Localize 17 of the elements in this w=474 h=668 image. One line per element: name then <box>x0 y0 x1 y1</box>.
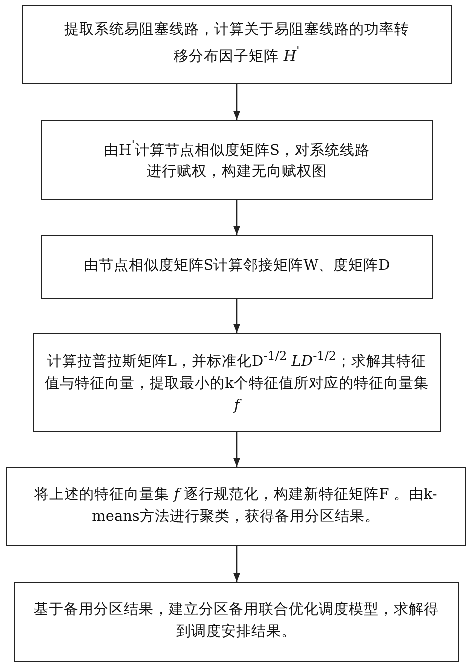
step-text: 将上述的特征向量集 f 逐行规范化，构建新特征矩阵F 。由k-means方法进行聚类，获得备用分区结果。 <box>34 486 438 526</box>
step-text: 提取系统易阻塞线路，计算关于易阻塞线路的功率转移分布因子矩阵 H$^{'}$ <box>64 20 410 67</box>
process-box <box>33 333 441 432</box>
process-box <box>14 582 459 662</box>
process-box <box>6 467 466 546</box>
step-text: 基于备用分区结果，建立分区备用联合优化调度模型，求解得到调度安排结果。 <box>33 600 440 642</box>
step-text: 由H$^{'}$计算节点相似度矩阵S，对系统线路进行赋权，构建无向赋权图 <box>103 136 371 182</box>
arrow <box>233 200 241 235</box>
arrow <box>233 84 241 120</box>
process-box <box>41 235 433 299</box>
process-box <box>22 5 452 84</box>
arrow <box>233 299 241 333</box>
process-box <box>41 120 433 200</box>
arrow <box>233 546 241 582</box>
step-text: 由节点相似度矩阵S计算邻接矩阵W、度矩阵D <box>84 256 390 276</box>
step-text: 计算拉普拉斯矩阵L，并标准化D$^{-1/2}$ LD$^{-1/2}$；求解其特征值与特征向量，提取最小的k个特征值所对应的特征向量集 f <box>44 348 430 416</box>
arrow <box>233 432 241 467</box>
